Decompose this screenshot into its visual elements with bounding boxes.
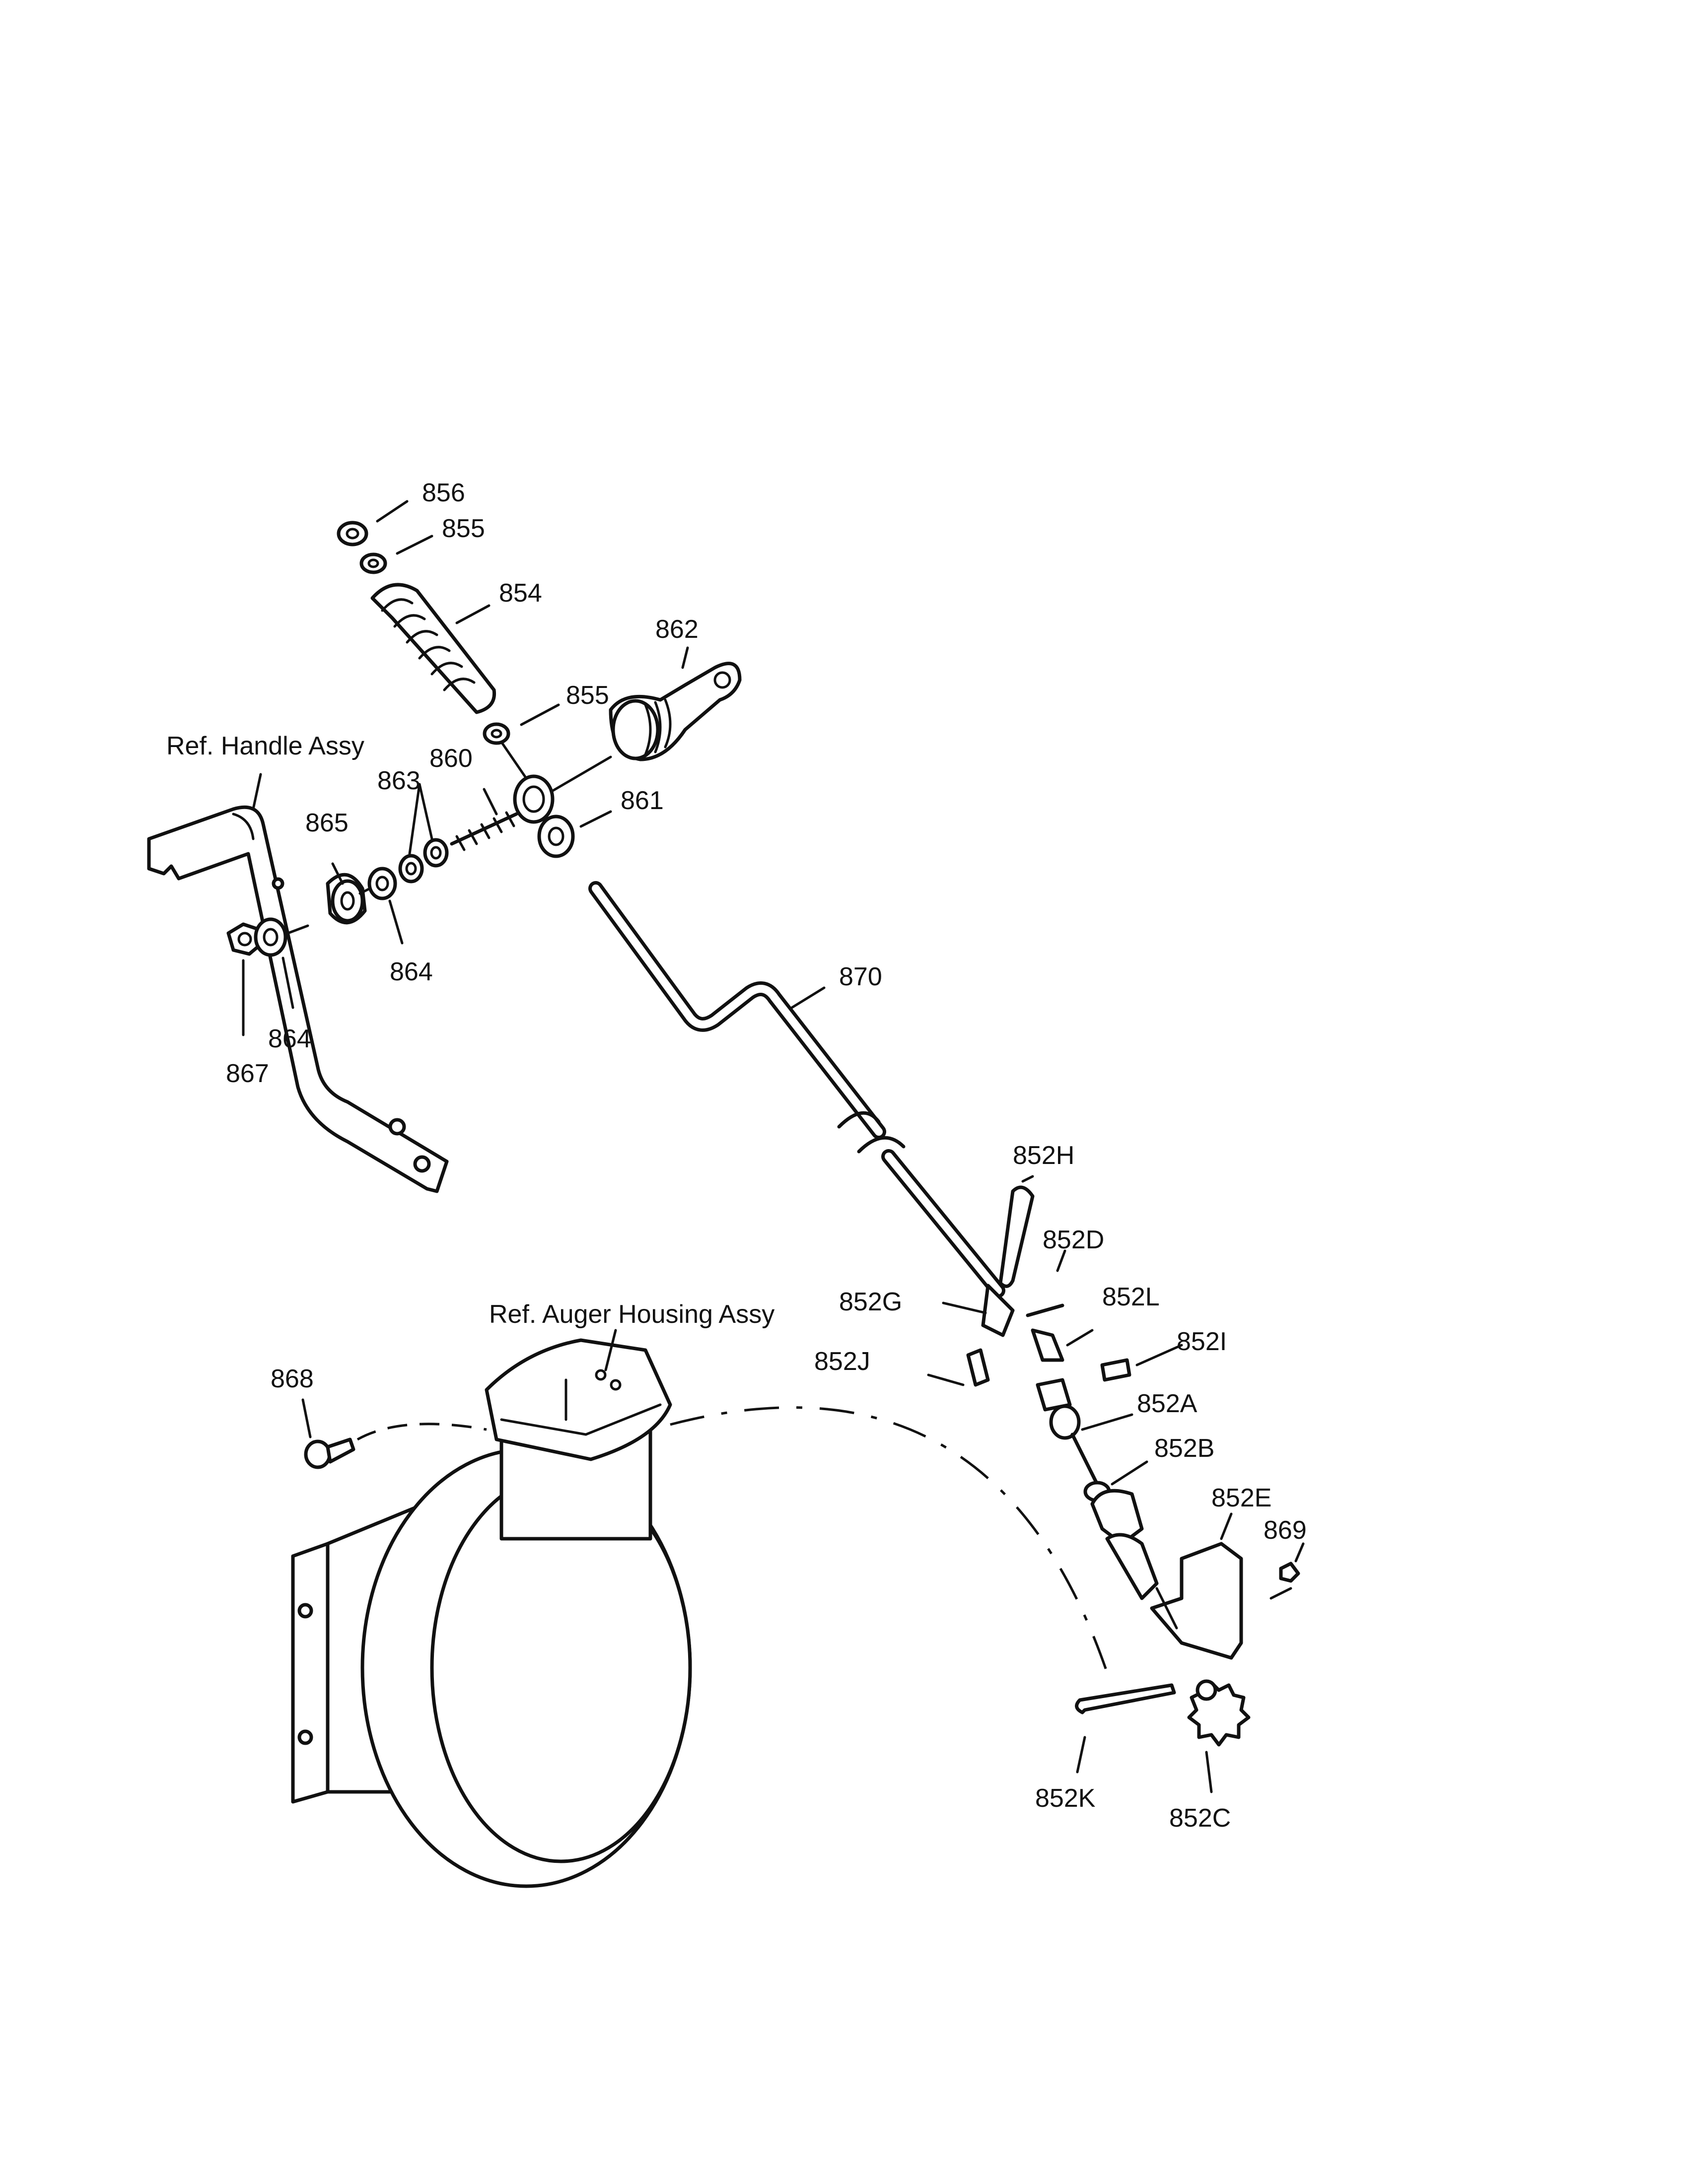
label-869: 869 [1264, 1516, 1307, 1545]
label-852C: 852C [1169, 1804, 1231, 1833]
label-852H: 852H [1013, 1141, 1074, 1170]
label-852K: 852K [1035, 1784, 1096, 1813]
phantom-line-large [670, 1406, 1109, 1673]
label-854: 854 [499, 579, 542, 608]
washer-864-right [367, 867, 397, 900]
label-863: 863 [377, 766, 421, 795]
auger-housing [291, 1338, 692, 1888]
washer-855-mid [483, 722, 510, 745]
handle-bracket [147, 805, 449, 1193]
label-852B: 852B [1154, 1434, 1214, 1463]
label-852G: 852G [839, 1288, 902, 1316]
label-855-mid: 855 [566, 681, 609, 710]
label-864-right: 864 [390, 957, 433, 986]
label-864-left: 864 [268, 1024, 311, 1053]
label-867: 867 [226, 1059, 269, 1088]
label-870: 870 [839, 962, 882, 991]
washer-861 [537, 815, 575, 858]
linkage-lower [966, 1185, 1300, 1660]
label-ref-handle: Ref. Handle Assy [166, 732, 364, 760]
callout-labels: 856 855 854 862 855 860 861 863 865 864 … [166, 478, 1307, 1833]
cotter-pin-852K [1075, 1683, 1176, 1714]
label-862: 862 [655, 615, 699, 644]
nut-856 [337, 521, 368, 546]
label-ref-auger: Ref. Auger Housing Assy [489, 1300, 774, 1329]
label-852I: 852I [1177, 1327, 1227, 1356]
grip-854 [370, 583, 496, 714]
washer-855-top [359, 552, 387, 574]
bolt-868 [304, 1437, 355, 1469]
bushing-865 [326, 873, 367, 925]
label-865: 865 [305, 809, 349, 837]
rod-870 [588, 881, 1005, 1298]
label-861: 861 [621, 786, 664, 815]
washers-863 [398, 838, 449, 884]
washer-864-left [254, 917, 287, 957]
phantom-line-bolt [356, 1423, 487, 1441]
threaded-rod-860 [450, 774, 555, 851]
label-855-top: 855 [442, 514, 485, 543]
label-852J: 852J [814, 1347, 870, 1376]
leader-lines [242, 500, 1305, 1793]
clevis-862 [609, 662, 742, 761]
label-852L: 852L [1102, 1283, 1160, 1311]
label-856: 856 [422, 478, 465, 507]
gear-852C [1187, 1679, 1251, 1747]
label-852E: 852E [1211, 1484, 1271, 1512]
label-868: 868 [271, 1365, 314, 1393]
label-852D: 852D [1043, 1226, 1104, 1254]
label-860: 860 [429, 744, 473, 773]
label-852A: 852A [1137, 1389, 1197, 1418]
